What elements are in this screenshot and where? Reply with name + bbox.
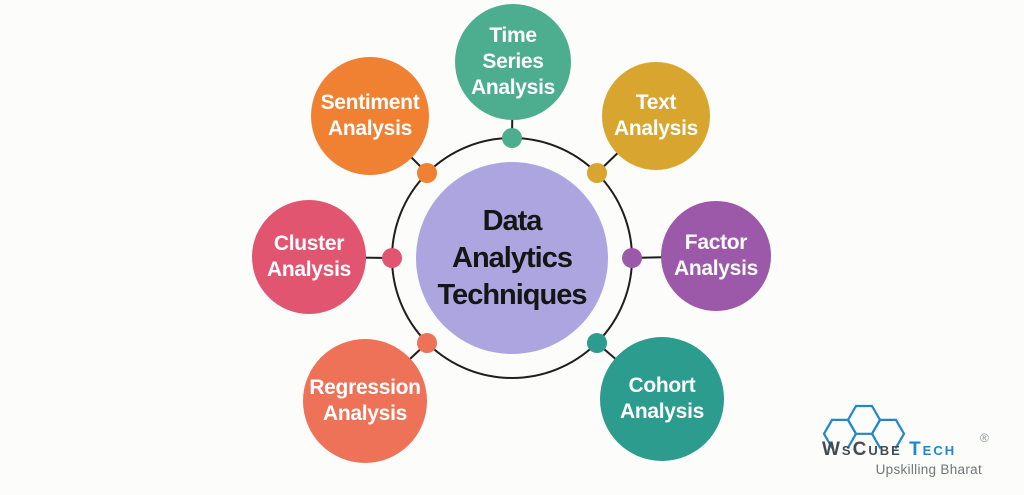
central-node-label-line: Data <box>482 204 543 237</box>
node-time-series-analysis: Time Series Analysis <box>455 4 571 120</box>
node-label-line: Analysis <box>328 117 412 140</box>
dot-factor-analysis <box>622 248 642 268</box>
dot-regression-analysis <box>417 333 437 353</box>
node-label-line: Cluster <box>273 232 345 255</box>
node-label-line: Analysis <box>323 402 407 425</box>
node-text-analysis: Text Analysis <box>602 62 710 170</box>
node-regression-analysis: Regression Analysis <box>303 339 427 463</box>
node-label-line: Series <box>482 50 544 73</box>
central-node-data-analytics-techniques: Data Analytics Techniques <box>416 162 608 354</box>
central-node-label-line: Techniques <box>437 278 588 311</box>
node-label-line: Text <box>635 91 677 114</box>
node-label-line: Time <box>489 24 537 47</box>
dot-sentiment-analysis <box>417 163 437 183</box>
registered-trademark-symbol: ® <box>980 431 989 445</box>
node-label-line: Regression <box>309 376 421 399</box>
node-label-line: Sentiment <box>320 91 420 114</box>
hexagons-logo-icon <box>822 404 906 449</box>
node-label-line: Factor <box>684 231 748 254</box>
hexagon-left <box>822 418 858 449</box>
node-label-line: Analysis <box>267 258 351 281</box>
node-label-line: Cohort <box>628 374 696 397</box>
central-node-label-line: Analytics <box>452 241 573 274</box>
node-cluster-analysis: Cluster Analysis <box>252 200 366 314</box>
dot-cohort-analysis <box>587 333 607 353</box>
logo-wordmark: WsCube Tech <box>822 439 982 461</box>
logo-brand-secondary: Tech <box>909 439 957 460</box>
dot-time-series-analysis <box>502 128 522 148</box>
node-cohort-analysis: Cohort Analysis <box>600 337 724 461</box>
logo-brand-primary: WsCube <box>822 439 902 460</box>
dot-text-analysis <box>587 163 607 183</box>
node-factor-analysis: Factor Analysis <box>661 201 771 311</box>
node-sentiment-analysis: Sentiment Analysis <box>311 57 429 175</box>
logo-tagline: Upskilling Bharat <box>875 462 982 477</box>
node-label-line: Analysis <box>620 400 704 423</box>
hexagon-right <box>870 418 906 449</box>
wscube-tech-logo: WsCube Tech ® Upskilling Bharat <box>820 398 1010 490</box>
node-label-line: Analysis <box>674 257 758 280</box>
node-label-line: Analysis <box>471 76 555 99</box>
node-label-line: Analysis <box>614 117 698 140</box>
dot-cluster-analysis <box>382 248 402 268</box>
